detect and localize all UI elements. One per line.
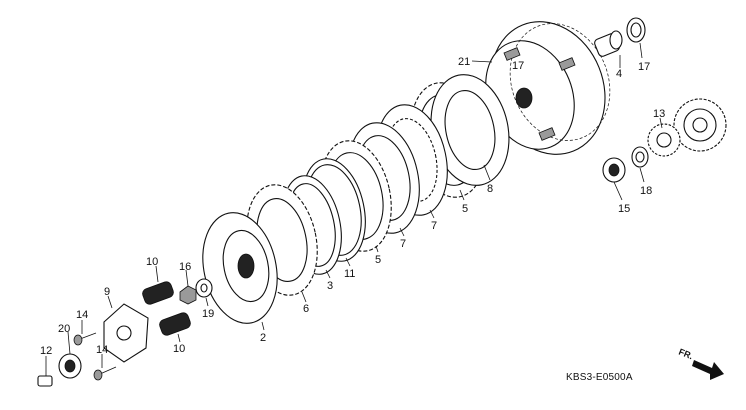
clutch-spring-part-10a — [142, 281, 174, 305]
arrow-icon — [692, 360, 724, 380]
callout-3: 3 — [327, 280, 333, 292]
callout-16: 16 — [179, 261, 191, 273]
callout-14a: 14 — [76, 309, 88, 321]
callout-15: 15 — [618, 203, 630, 215]
clutch-spring-part-10b — [159, 312, 191, 336]
clutch-outer-housing — [485, 21, 611, 155]
callout-10a: 10 — [146, 256, 158, 268]
lock-nut-part-16 — [179, 285, 197, 305]
callout-7a: 7 — [431, 220, 437, 232]
callout-4: 4 — [616, 68, 622, 80]
thrust-washer-part-17 — [626, 17, 646, 43]
callout-9: 9 — [104, 286, 110, 298]
callout-5b: 5 — [375, 254, 381, 266]
callout-5a: 5 — [462, 203, 468, 215]
callout-13: 13 — [653, 108, 665, 120]
lock-nut-part-15 — [602, 157, 626, 183]
callout-12: 12 — [40, 345, 52, 357]
bearing-part-20 — [58, 353, 82, 379]
callout-21: 21 — [458, 56, 470, 68]
callout-20: 20 — [58, 323, 70, 335]
bolt-part-14a — [73, 332, 97, 346]
direction-label: FR. — [677, 347, 694, 362]
callout-6: 6 — [303, 303, 309, 315]
callout-8: 8 — [487, 183, 493, 195]
callout-7b: 7 — [400, 238, 406, 250]
callout-17a: 17 — [512, 60, 524, 72]
bolt-part-14b — [93, 366, 117, 381]
callout-labels: 21 17 4 17 13 8 5 7 18 15 7 5 11 3 6 2 1… — [40, 56, 665, 357]
collar-part-4 — [594, 30, 623, 57]
leader-lines — [45, 42, 663, 376]
primary-drive-gear-part-13 — [647, 98, 727, 157]
callout-14b: 14 — [96, 344, 108, 356]
callout-11: 11 — [344, 268, 355, 280]
lifter-plate-part-9 — [103, 303, 149, 363]
diagram-code: KBS3-E0500A — [566, 372, 633, 383]
callout-17b: 17 — [638, 61, 650, 73]
callout-18: 18 — [640, 185, 652, 197]
callout-2: 2 — [260, 332, 266, 344]
front-direction-arrow: FR. — [677, 347, 724, 380]
callout-19: 19 — [202, 308, 214, 320]
clutch-center-part-2 — [202, 212, 278, 324]
lifter-rod-part-12 — [37, 375, 53, 387]
washer-part-19 — [195, 278, 213, 298]
washer-part-18 — [631, 146, 649, 168]
callout-10b: 10 — [173, 343, 185, 355]
